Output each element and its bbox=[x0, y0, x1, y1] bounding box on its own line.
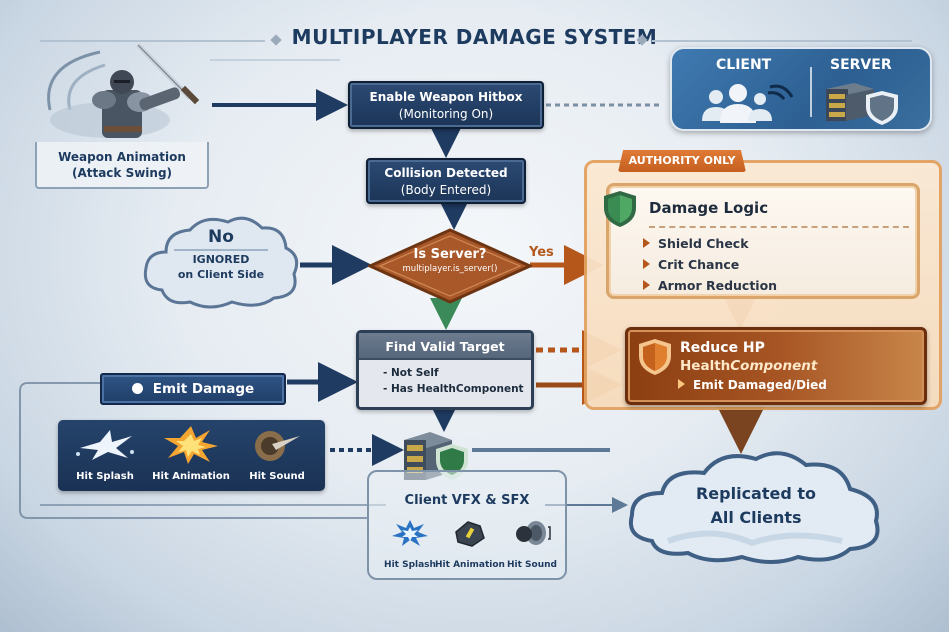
find-target-item: - Not Self bbox=[383, 367, 439, 379]
emit-damage-node[interactable]: Emit Damage bbox=[100, 373, 286, 405]
fx-label: Hit Splash bbox=[76, 471, 134, 482]
client-vfx-title: Client VFX & SFX bbox=[404, 493, 530, 508]
client-side-label: on Client Side bbox=[177, 268, 265, 281]
title-rule-right bbox=[652, 40, 912, 42]
title-rule-left bbox=[40, 40, 265, 42]
ignored-cloud-text: No IGNORED on Client Side bbox=[140, 226, 302, 282]
enable-hitbox-title: Enable Weapon Hitbox bbox=[369, 90, 523, 104]
emit-damage-label: Emit Damage bbox=[152, 381, 255, 397]
collision-subtitle: (Body Entered) bbox=[400, 183, 492, 197]
authority-only-tag: AUTHORITY ONLY bbox=[618, 150, 746, 172]
splash-icon bbox=[392, 520, 428, 546]
find-target-title: Find Valid Target bbox=[359, 333, 531, 360]
green-shield-icon bbox=[604, 191, 636, 227]
vfx-label: Hit Splash bbox=[384, 560, 436, 570]
users-wifi-icon bbox=[702, 84, 794, 123]
fx-item-hit-sound: Hit Sound bbox=[234, 424, 320, 488]
server-shield-icon bbox=[826, 83, 898, 125]
horn-sound-icon bbox=[255, 431, 300, 461]
replicated-line2: All Clients bbox=[710, 508, 802, 527]
collision-title: Collision Detected bbox=[384, 166, 508, 180]
damage-logic-item: Crit Chance bbox=[643, 254, 777, 275]
yes-label: Yes bbox=[529, 245, 554, 260]
decision-text: Is Server? multiplayer.is_server() bbox=[368, 246, 532, 275]
page-title: MULTIPLAYER DAMAGE SYSTEM bbox=[291, 25, 658, 49]
reduce-hp-title: Reduce HP bbox=[680, 340, 765, 356]
no-label: No bbox=[208, 227, 234, 247]
speaker-icon bbox=[516, 521, 551, 545]
replicated-cloud bbox=[629, 451, 880, 564]
fx-item-hit-animation: Hit Animation bbox=[148, 424, 234, 488]
find-target-item: - Has HealthComponent bbox=[383, 383, 524, 395]
damage-logic-item: Armor Reduction bbox=[643, 275, 777, 296]
damage-logic-divider bbox=[649, 226, 909, 228]
weapon-animation-subtitle: (Attack Swing) bbox=[71, 166, 173, 180]
weapon-animation-label: Weapon Animation (Attack Swing) bbox=[35, 142, 209, 189]
orange-shield-icon bbox=[639, 339, 671, 375]
replicated-line1: Replicated to bbox=[695, 484, 817, 503]
vfx-label: Hit Sound bbox=[507, 560, 557, 570]
vfx-item-hit-sound: Hit Sound bbox=[502, 518, 562, 570]
ignored-cloud bbox=[143, 216, 299, 309]
enable-hitbox-subtitle: (Monitoring On) bbox=[398, 107, 494, 121]
damage-logic-node[interactable]: Damage Logic Shield Check Crit Chance Ar… bbox=[604, 183, 920, 299]
find-target-list: - Not Self - Has HealthComponent bbox=[359, 360, 531, 397]
vfx-label: Hit Animation bbox=[435, 560, 505, 570]
legend-divider bbox=[810, 67, 812, 117]
gauntlet-icon bbox=[455, 521, 485, 547]
fx-item-hit-splash: Hit Splash bbox=[62, 424, 148, 488]
signal-icon bbox=[131, 383, 143, 394]
damage-logic-list: Shield Check Crit Chance Armor Reduction bbox=[643, 233, 777, 296]
replicated-cloud-text: Replicated to All Clients bbox=[622, 482, 890, 530]
find-target-node[interactable]: Find Valid Target - Not Self - Has Healt… bbox=[356, 330, 534, 410]
bullet-triangle-icon bbox=[643, 280, 650, 290]
client-label: CLIENT bbox=[716, 57, 772, 73]
explosion-icon bbox=[164, 426, 218, 464]
ignored-label: IGNORED bbox=[192, 253, 250, 266]
client-server-legend: CLIENT SERVER bbox=[670, 47, 932, 131]
title-bar: MULTIPLAYER DAMAGE SYSTEM bbox=[0, 0, 949, 78]
reduce-hp-emit: Emit Damaged/Died bbox=[678, 378, 827, 392]
server-label: SERVER bbox=[830, 57, 892, 73]
hit-effects-panel: Hit Splash Hit Animation Hit Sound bbox=[58, 420, 325, 491]
is-server-decision[interactable] bbox=[368, 228, 532, 304]
collision-detected-node[interactable]: Collision Detected (Body Entered) bbox=[366, 158, 526, 204]
damage-logic-item: Shield Check bbox=[643, 233, 777, 254]
enable-hitbox-node[interactable]: Enable Weapon Hitbox (Monitoring On) bbox=[348, 81, 544, 129]
vfx-item-hit-splash: Hit Splash bbox=[380, 518, 440, 570]
bullet-triangle-icon bbox=[643, 238, 650, 248]
splash-icon bbox=[76, 430, 134, 460]
decision-code: multiplayer.is_server() bbox=[402, 264, 498, 274]
reduce-hp-component: HealthComponent bbox=[680, 358, 818, 374]
fx-label: Hit Sound bbox=[249, 471, 305, 482]
bullet-triangle-icon bbox=[643, 259, 650, 269]
reduce-hp-node[interactable]: Reduce HP HealthComponent Emit Damaged/D… bbox=[625, 327, 927, 405]
weapon-animation-title: Weapon Animation bbox=[58, 150, 186, 164]
bullet-triangle-icon bbox=[678, 379, 685, 389]
decision-question: Is Server? bbox=[413, 247, 487, 262]
vfx-item-hit-animation: Hit Animation bbox=[435, 518, 505, 570]
damage-logic-title: Damage Logic bbox=[649, 199, 769, 217]
armored-knight-icon bbox=[47, 43, 200, 138]
fx-label: Hit Animation bbox=[152, 471, 230, 482]
